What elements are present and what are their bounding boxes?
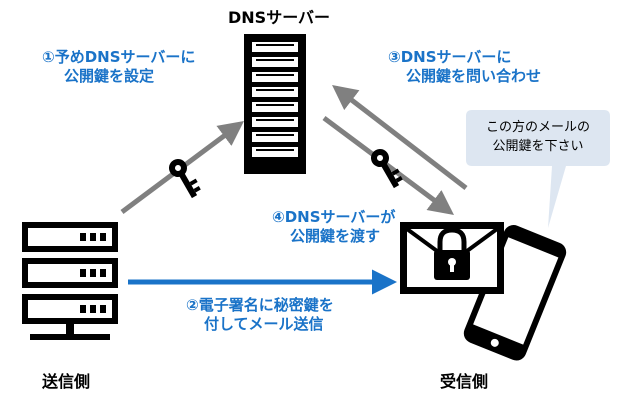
speech-bubble xyxy=(466,110,610,228)
step2-line2: 付してメール送信 xyxy=(204,315,324,333)
step4-label: ④DNSサーバーが 公開鍵を渡す xyxy=(272,208,395,246)
smartphone-icon xyxy=(463,225,567,361)
server-rack-icon xyxy=(244,34,306,174)
step4-line2: 公開鍵を渡す xyxy=(290,227,381,245)
step2-label: ②電子署名に秘密鍵を 付してメール送信 xyxy=(186,296,334,334)
locked-envelope-icon xyxy=(400,222,504,294)
step4-line1: ④DNSサーバーが xyxy=(272,208,396,226)
arrow-step3 xyxy=(332,84,468,190)
step3-line1: ③DNSサーバーに xyxy=(388,48,512,66)
bubble-text: この方のメールの 公開鍵を下さい xyxy=(476,118,600,156)
step2-line1: ②電子署名に秘密鍵を xyxy=(186,296,334,314)
key-icon xyxy=(367,145,406,192)
bubble-line1: この方のメールの xyxy=(485,120,590,135)
step3-line2: 公開鍵を問い合わせ xyxy=(406,67,542,85)
step3-label: ③DNSサーバーに 公開鍵を問い合わせ xyxy=(388,48,541,86)
server-stack-icon xyxy=(22,222,118,340)
sender-label: 送信側 xyxy=(42,372,91,391)
step1-line2: 公開鍵を設定 xyxy=(64,67,155,85)
step1-line1: ①予めDNSサーバーに xyxy=(42,48,196,66)
bubble-line2: 公開鍵を下さい xyxy=(492,139,584,154)
step1-label: ①予めDNSサーバーに 公開鍵を設定 xyxy=(42,48,195,86)
receiver-label: 受信側 xyxy=(440,372,489,391)
dns-server-title: DNSサーバー xyxy=(228,8,331,27)
